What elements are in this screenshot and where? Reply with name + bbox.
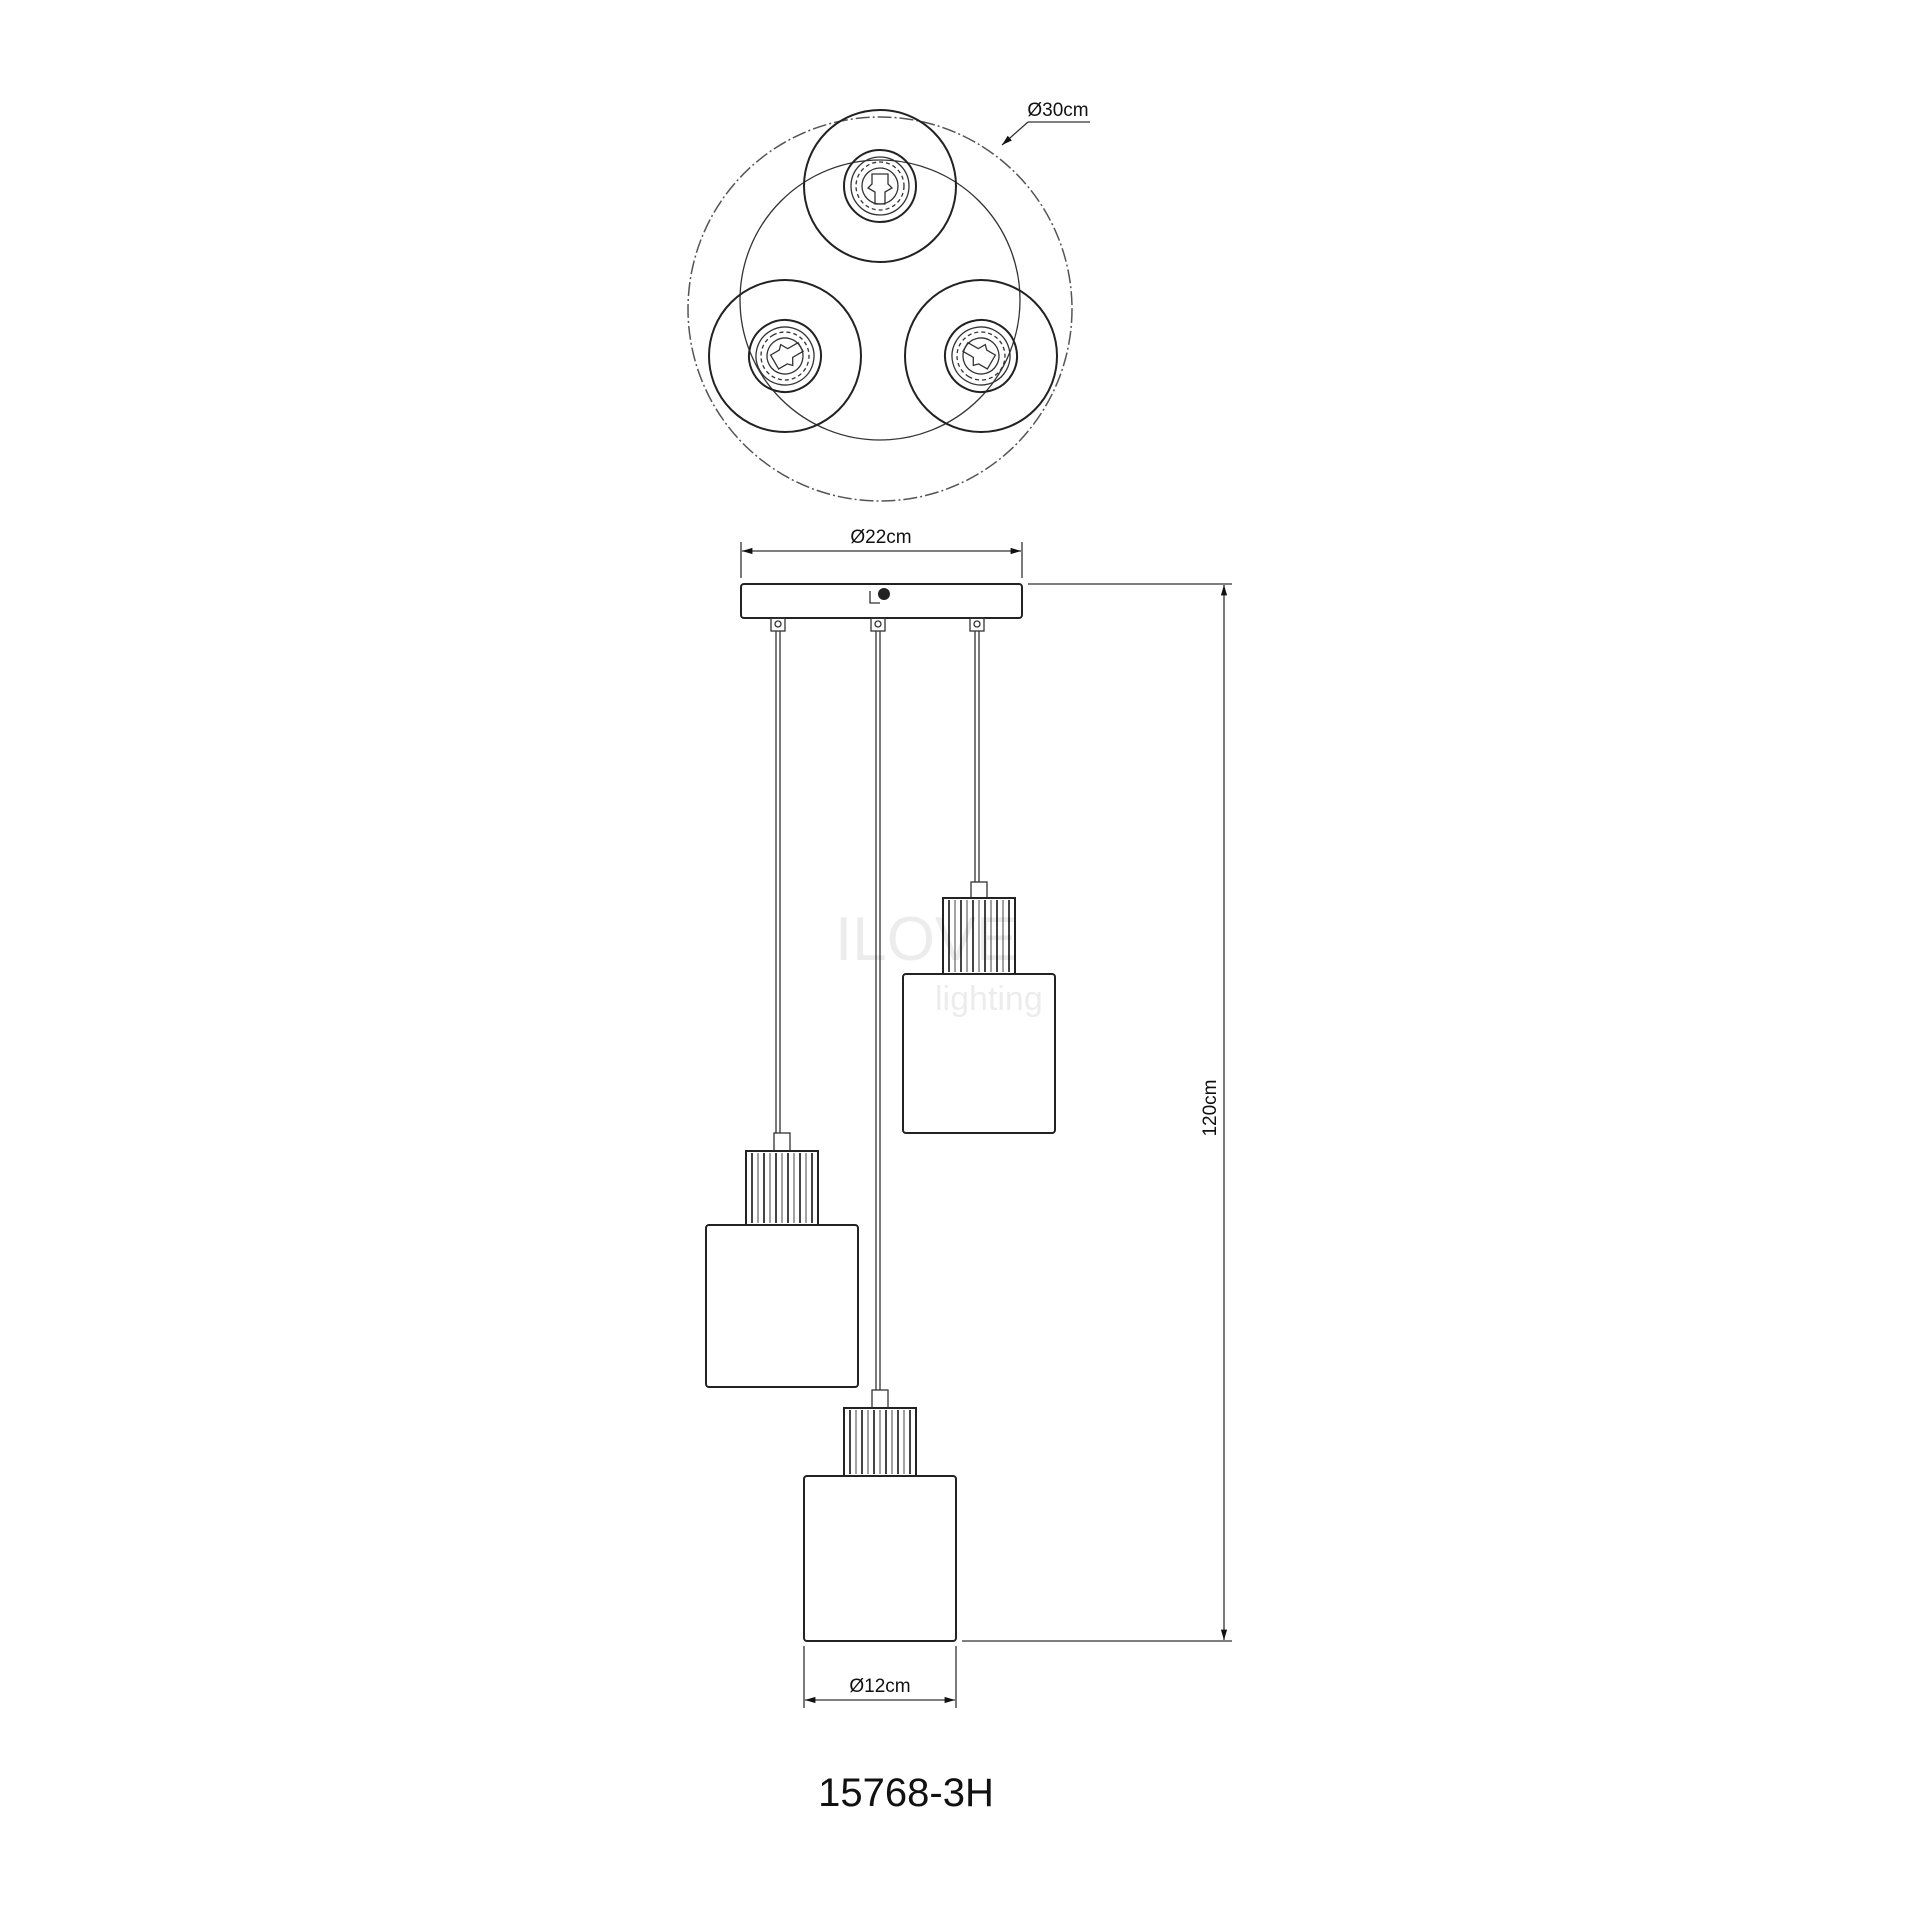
ground-screw-icon (878, 588, 890, 600)
canopy-circle (739, 159, 1021, 441)
watermark-logo: ILOVE (835, 905, 1018, 974)
glass-shade (803, 1475, 957, 1642)
shade-diameter-label: Ø12cm (849, 1676, 910, 1697)
top-shade (803, 109, 957, 263)
height-label: 120cm (1200, 1079, 1221, 1136)
left-shade (708, 279, 862, 433)
cord-connector (871, 1389, 889, 1409)
canopy-diameter-label: Ø22cm (850, 527, 911, 548)
glass-shade (705, 1224, 859, 1388)
cords (770, 617, 985, 1390)
cord-connector (773, 1132, 791, 1152)
right-shade (904, 279, 1058, 433)
model-number: 15768-3H (818, 1771, 994, 1815)
top-diameter-label: Ø30cm (1027, 100, 1088, 121)
top-view (687, 109, 1090, 502)
svg-text:lighting: lighting (935, 980, 1043, 1018)
pendant-right (902, 881, 1056, 1134)
pendant-left (705, 1132, 859, 1388)
pendant-center (803, 1389, 957, 1642)
cord-connector (970, 881, 988, 899)
leader-arrow (1001, 121, 1029, 146)
outer-diameter-circle (687, 116, 1073, 502)
glass-shade (902, 973, 1056, 1134)
